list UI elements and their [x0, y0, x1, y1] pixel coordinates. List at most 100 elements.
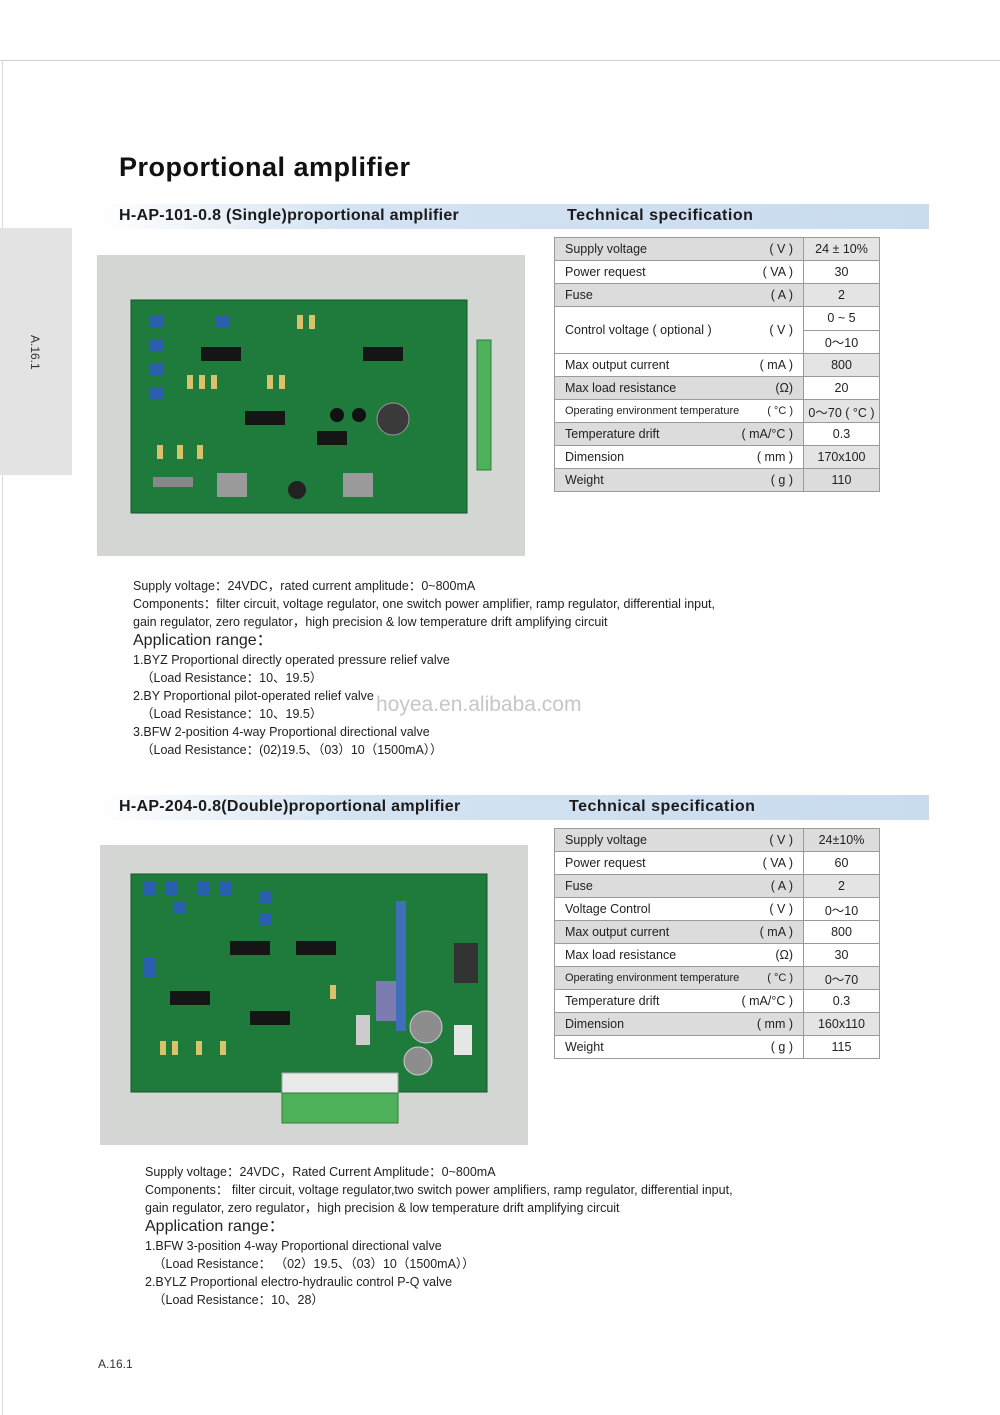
spec-value: 2 [803, 283, 880, 307]
application-item: 2.BY Proportional pilot-operated relief … [133, 689, 374, 703]
spec-row: Power request( VA ) 30 [554, 260, 880, 284]
spec-row: Weight ( g ) 110 [554, 468, 880, 492]
pcb-double-board-image [100, 845, 528, 1145]
spec-label: Weight [565, 473, 604, 487]
left-rule [2, 60, 3, 1415]
application-item: 3.BFW 2-position 4-way Proportional dire… [133, 725, 430, 739]
spec-label: Temperature drift [565, 994, 660, 1008]
spec-value: 0～70 [803, 966, 880, 990]
spec-label: Dimension [565, 450, 625, 464]
spec-unit: ( g ) [770, 1040, 793, 1054]
spec-row: Max load resistance (Ω) 20 [554, 376, 880, 400]
spec-label: Supply voltage [565, 833, 648, 847]
application-load: （Load Resistance：(02)19.5、（03）10（1500mA）… [141, 743, 443, 757]
spec-value: 30 [803, 260, 880, 284]
section1-spec-table: Supply voltage ( V ) 24 ± 10% Power reque… [554, 237, 880, 492]
section2-description: Supply voltage：24VDC，Rated Current Ampli… [145, 1163, 905, 1309]
spec-value: 0～70 ( °C ) [803, 399, 880, 423]
spec-row: Dimension( mm ) 170x100 [554, 445, 880, 469]
spec-value: 110 [803, 468, 880, 492]
spec-value: 0～10 [803, 329, 880, 354]
spec-row: Temperature drift ( mA/°C ) 0.3 [554, 422, 880, 446]
application-load: （Load Resistance：10、19.5） [141, 671, 323, 685]
spec-row: Fuse( A ) 2 [554, 874, 880, 898]
spec-unit: ( V ) [769, 902, 793, 916]
components-text: Components：filter circuit, voltage regul… [133, 597, 716, 611]
spec-value: 24±10% [803, 828, 880, 852]
pcb-single-board-image [97, 255, 525, 556]
spec-label: Max load resistance [565, 948, 677, 962]
section2-spec-title: Technical specification [569, 798, 756, 815]
spec-row: Supply voltage ( V ) 24 ± 10% [554, 237, 880, 261]
spec-label: Max output current [565, 358, 670, 372]
spec-row: Control voltage ( optional )( V ) 0 ~ 5 [554, 306, 880, 354]
spec-value: 30 [803, 943, 880, 967]
spec-row: Operating environment temperature( °C ) … [554, 966, 880, 990]
section1-description: Supply voltage：24VDC，rated current ampli… [133, 577, 893, 759]
spec-unit: ( mm ) [756, 1017, 793, 1031]
page-footer-label: A.16.1 [98, 1357, 133, 1371]
spec-unit: ( A ) [770, 879, 793, 893]
application-heading: Application range： [133, 632, 273, 649]
spec-unit: ( mA ) [759, 358, 793, 372]
spec-label: Dimension [565, 1017, 625, 1031]
spec-row: 0～10 [555, 329, 880, 354]
components-text: Components： filter circuit, voltage regu… [145, 1183, 733, 1197]
spec-row: Fuse( A ) 2 [554, 283, 880, 307]
spec-unit: ( °C ) [767, 405, 793, 417]
spec-unit: ( mA/°C ) [741, 427, 793, 441]
spec-label: Operating environment temperature [565, 972, 740, 984]
components-text: gain regulator, zero regulator，high prec… [145, 1201, 620, 1215]
spec-unit: ( VA ) [762, 856, 793, 870]
spec-value: 24 ± 10% [803, 237, 880, 261]
spec-value: 20 [803, 376, 880, 400]
spec-row: Weight ( g ) 115 [554, 1035, 880, 1059]
spec-value: 0～10 [803, 897, 880, 921]
spec-value: 0.3 [803, 422, 880, 446]
spec-row: Dimension( mm ) 160x110 [554, 1012, 880, 1036]
spec-unit: ( g ) [770, 473, 793, 487]
components-text: gain regulator, zero regulator，high prec… [133, 615, 608, 629]
application-load: （Load Resistance： （02）19.5、（03）10（1500mA… [153, 1257, 475, 1271]
watermark: hoyea.en.alibaba.com [376, 693, 582, 716]
application-item: 2.BYLZ Proportional electro-hydraulic co… [145, 1275, 453, 1289]
spec-label: Power request [565, 265, 646, 279]
side-tab [0, 228, 72, 475]
spec-label: Control voltage ( optional ) [565, 323, 712, 337]
spec-row: Temperature drift( mA/°C ) 0.3 [554, 989, 880, 1013]
section2-product-photo [100, 845, 528, 1145]
supply-text: Supply voltage：24VDC，rated current ampli… [133, 579, 476, 593]
side-tab-label: A.16.1 [28, 335, 42, 370]
spec-value: 800 [803, 920, 880, 944]
top-rule [0, 60, 1000, 61]
spec-unit: (Ω) [775, 948, 793, 962]
spec-label: Supply voltage [565, 242, 648, 256]
section2-spec-table: Supply voltage( V ) 24±10% Power request… [554, 828, 880, 1059]
application-item: 1.BFW 3-position 4-way Proportional dire… [145, 1239, 442, 1253]
section1-spec-title: Technical specification [567, 207, 754, 224]
spec-unit: (Ω) [775, 381, 793, 395]
application-item: 1.BYZ Proportional directly operated pre… [133, 653, 450, 667]
section1-header-band: H-AP-101-0.8 (Single)proportional amplif… [97, 204, 929, 229]
spec-label: Operating environment temperature [565, 405, 740, 417]
spec-label: Weight [565, 1040, 604, 1054]
spec-value: 2 [803, 874, 880, 898]
spec-value: 0 ~ 5 [803, 306, 880, 331]
section2-header-band: H-AP-204-0.8(Double)proportional amplifi… [97, 795, 929, 820]
application-load: （Load Resistance：10、19.5） [141, 707, 323, 721]
spec-row: Voltage Control( V ) 0～10 [554, 897, 880, 921]
spec-unit: ( A ) [770, 288, 793, 302]
spec-unit: ( mA ) [759, 925, 793, 939]
spec-unit: ( V ) [769, 242, 793, 256]
spec-value: 800 [803, 353, 880, 377]
spec-value: 0.3 [803, 989, 880, 1013]
spec-label: Max load resistance [565, 381, 677, 395]
section2-title: H-AP-204-0.8(Double)proportional amplifi… [119, 798, 461, 815]
application-heading: Application range： [145, 1218, 285, 1235]
section1-title: H-AP-101-0.8 (Single)proportional amplif… [119, 207, 460, 224]
spec-value: 115 [803, 1035, 880, 1059]
spec-value: 60 [803, 851, 880, 875]
spec-label: Temperature drift [565, 427, 660, 441]
spec-row: Operating environment temperature( °C ) … [554, 399, 880, 423]
spec-row: Supply voltage( V ) 24±10% [554, 828, 880, 852]
